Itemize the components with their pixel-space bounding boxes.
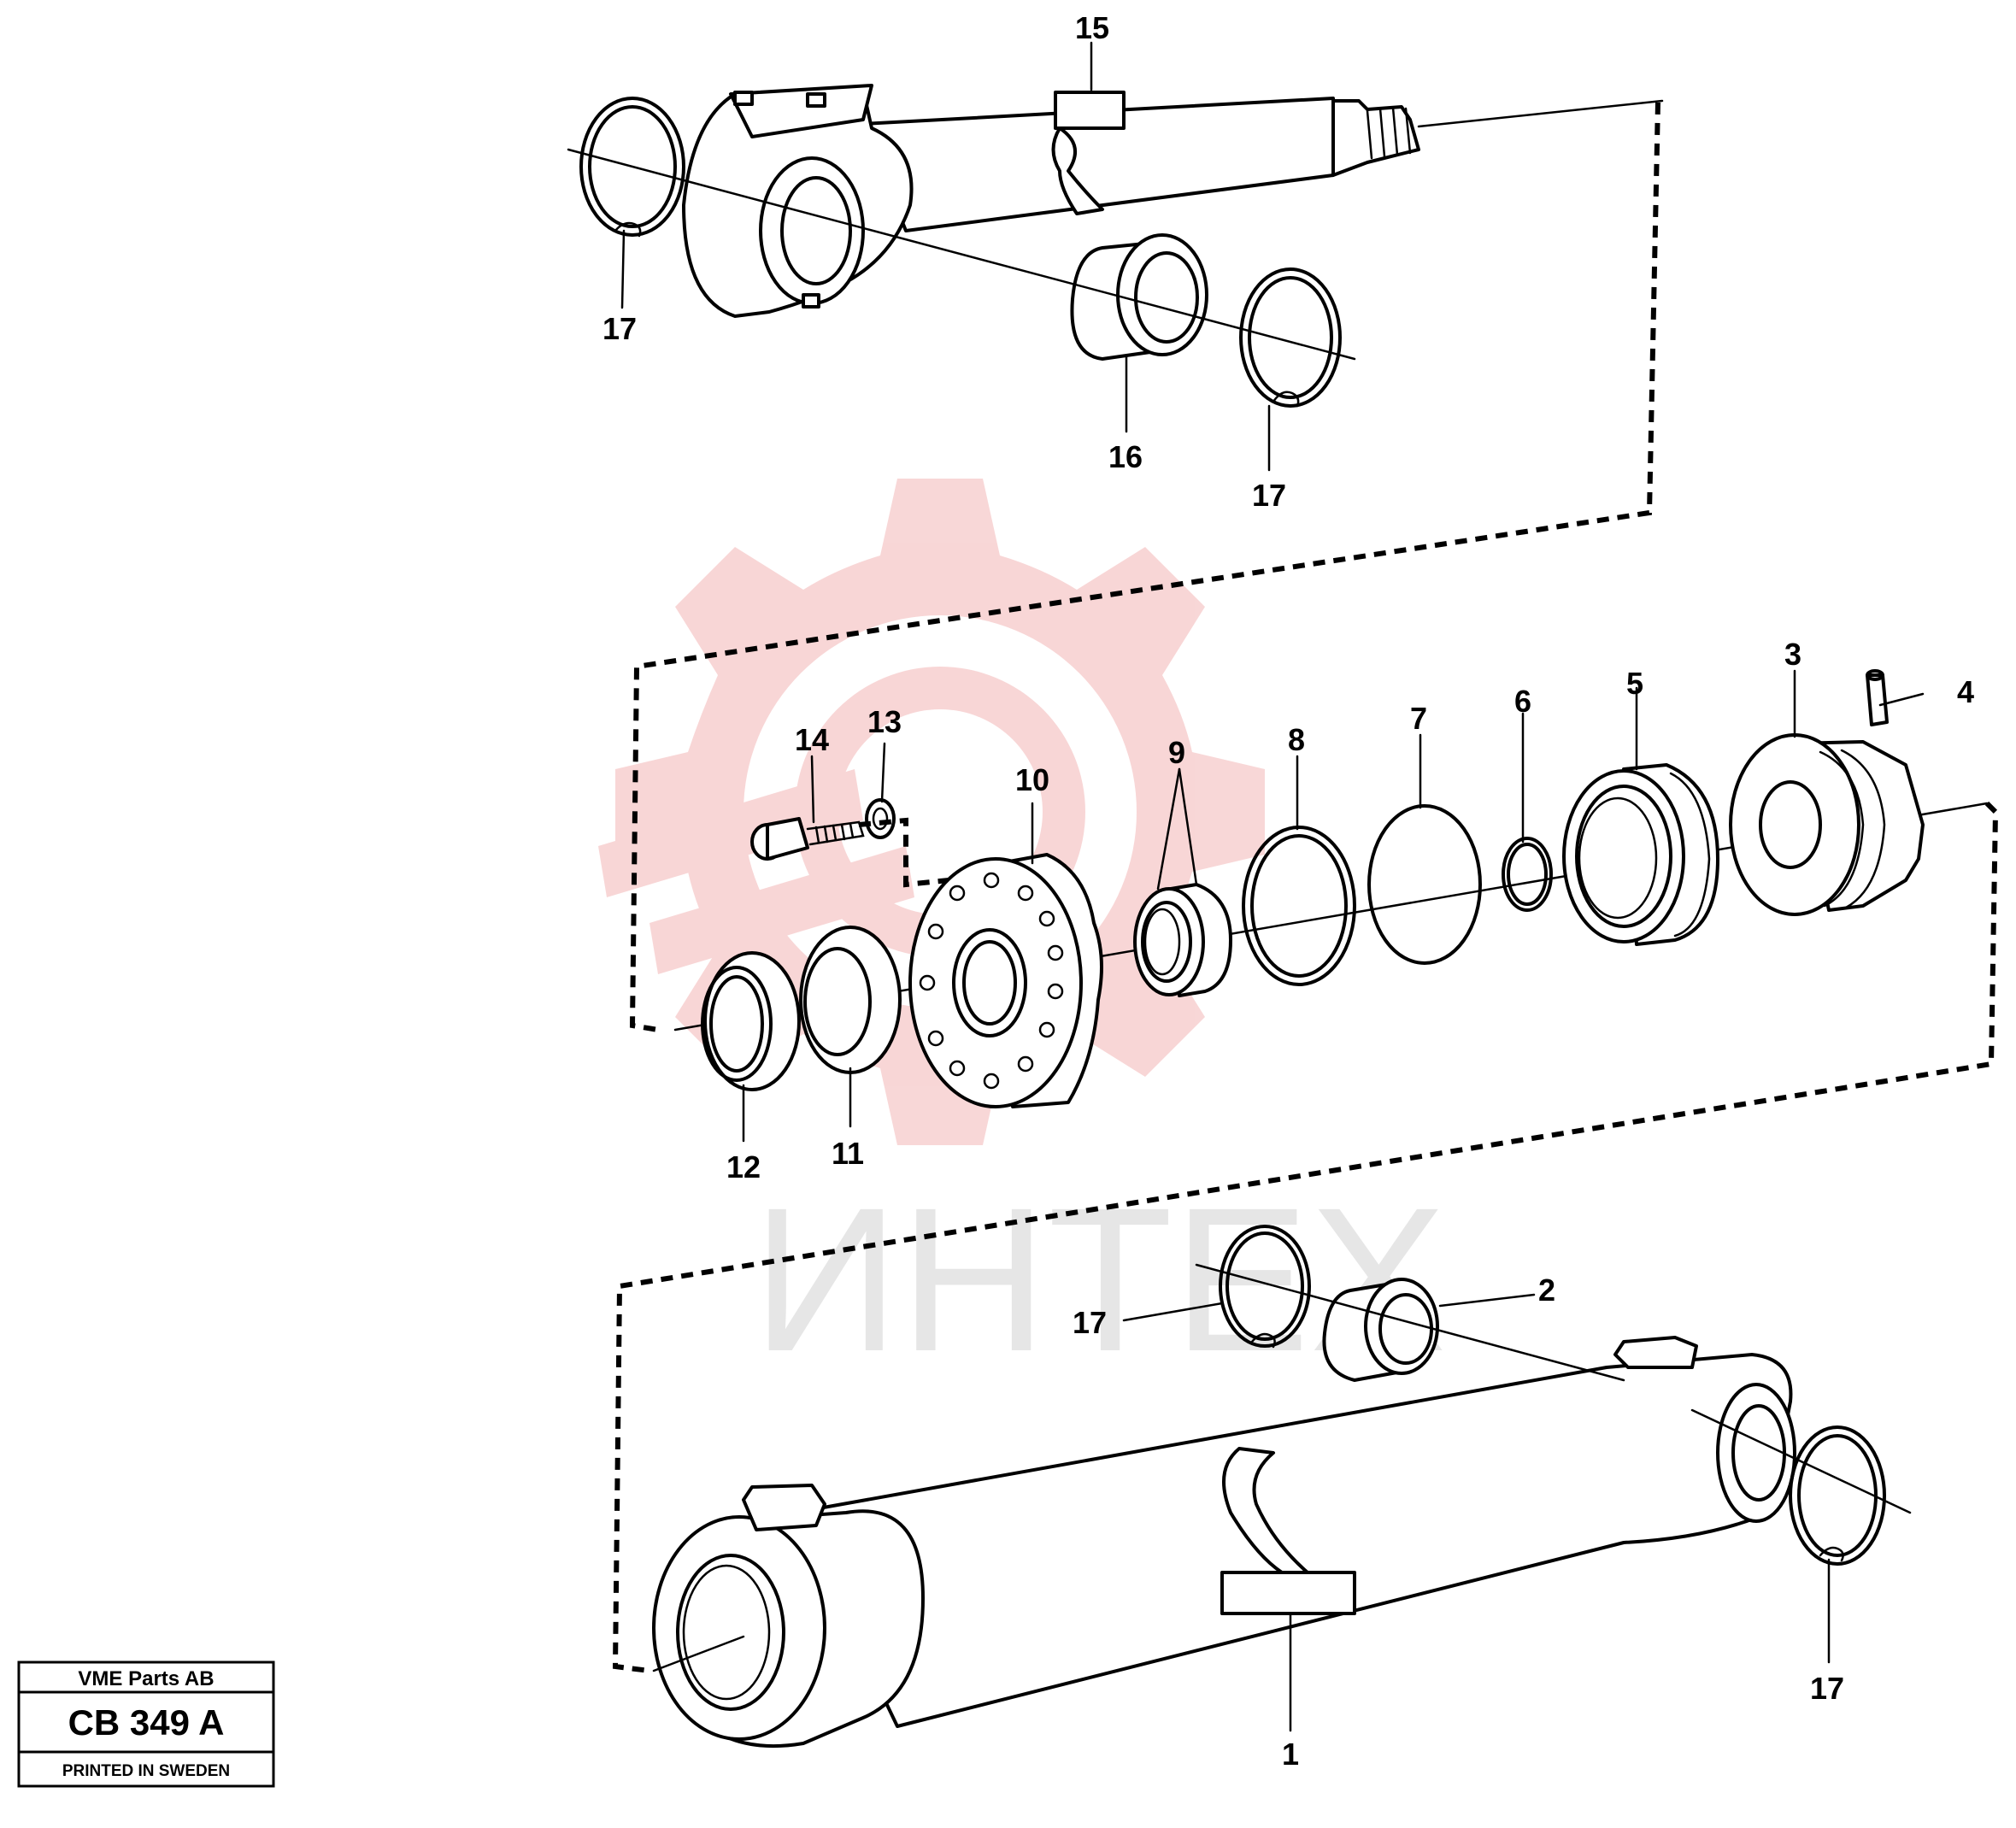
snap-ring-17-top-left <box>579 97 685 238</box>
snap-ring-17-top-right <box>1239 267 1342 408</box>
callout-16: 16 <box>1108 439 1143 474</box>
axis-line-top-right <box>1417 99 1664 128</box>
dimension-box-1 <box>1220 1571 1356 1615</box>
piston-rod <box>682 84 1420 318</box>
callout-6: 6 <box>1514 684 1531 719</box>
wiper-seal-12 <box>701 951 801 1091</box>
callout-15: 15 <box>1075 10 1109 45</box>
callout-17-bottom-upper: 17 <box>1073 1305 1107 1340</box>
callout-7: 7 <box>1410 701 1427 736</box>
callout-17-top-right: 17 <box>1252 478 1286 513</box>
bolt-holes <box>919 872 1064 1090</box>
pin-4 <box>1866 669 1889 726</box>
o-ring-7 <box>1367 804 1482 965</box>
leader-lines <box>620 41 1925 1732</box>
callout-4: 4 <box>1957 674 1974 709</box>
piston-3 <box>1729 733 1925 916</box>
callout-1: 1 <box>1282 1737 1299 1772</box>
bushing-2 <box>1322 1278 1439 1382</box>
title-block: VME Parts AB CB 349 A PRINTED IN SWEDEN <box>17 1660 275 1788</box>
company-name: VME Parts AB <box>78 1667 214 1690</box>
callout-5: 5 <box>1626 666 1643 701</box>
drawing-code: CB 349 A <box>68 1702 225 1743</box>
callout-9: 9 <box>1168 735 1185 770</box>
dashed-link-bottom <box>612 801 1999 1673</box>
callout-17-top-left: 17 <box>602 311 637 346</box>
snap-ring-17-bottom-right <box>1789 1425 1886 1566</box>
dashed-link-bolt <box>858 817 949 888</box>
piston-seal-5 <box>1562 763 1719 946</box>
guide-ring-11 <box>799 926 902 1074</box>
bushing-16 <box>1070 233 1208 361</box>
dimension-box-15 <box>1054 91 1126 130</box>
backup-ring-8 <box>1242 826 1356 986</box>
callout-13: 13 <box>867 704 902 739</box>
dashed-link-top <box>629 102 1660 1032</box>
callout-8: 8 <box>1288 722 1305 757</box>
callout-12: 12 <box>726 1149 761 1184</box>
callout-17-bottom-right: 17 <box>1810 1671 1844 1706</box>
printed-note: PRINTED IN SWEDEN <box>62 1762 230 1780</box>
axis-line-top <box>567 148 1356 361</box>
callout-3: 3 <box>1784 637 1801 672</box>
screw-14 <box>750 817 865 861</box>
axis-line-bottom-right <box>1690 1408 1912 1514</box>
washer-13 <box>865 798 896 839</box>
snap-ring-17-bottom-upper <box>1219 1225 1311 1349</box>
callout-11: 11 <box>832 1136 864 1171</box>
rod-seal-9 <box>1133 883 1232 997</box>
cylinder-tube-1 <box>652 1336 1796 1749</box>
axis-line-bottom <box>1195 1263 1625 1382</box>
callout-10: 10 <box>1015 762 1049 797</box>
axis-line-bottom-left <box>652 1635 745 1672</box>
cylinder-head-10 <box>908 853 1103 1108</box>
o-ring-6 <box>1502 837 1553 912</box>
callout-2: 2 <box>1538 1273 1555 1308</box>
callout-14: 14 <box>795 722 829 757</box>
